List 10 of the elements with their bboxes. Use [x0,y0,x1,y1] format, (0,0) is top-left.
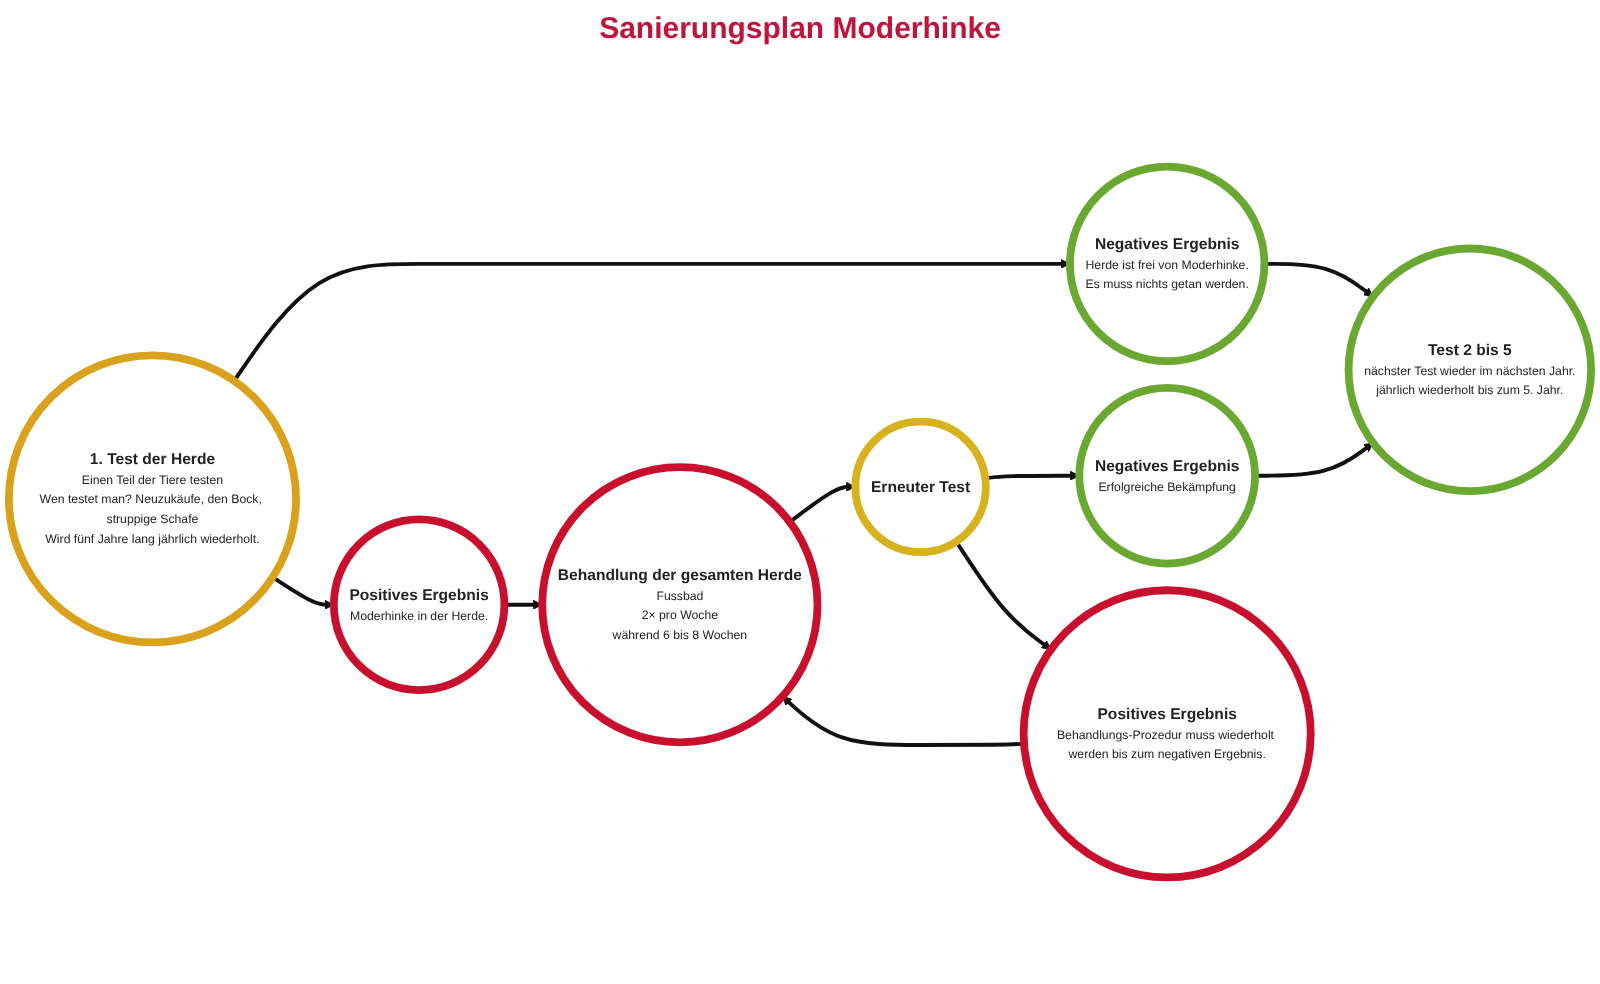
arrow [788,481,856,524]
arrow [232,258,1071,382]
arrow [504,599,543,610]
arrow [1264,261,1374,298]
arrow [954,540,1052,650]
arrow [984,470,1080,481]
arrow [1255,442,1374,478]
arrow [782,696,1025,747]
arrow [271,575,335,610]
diagram-title: Sanierungsplan Moderhinke [599,12,1001,50]
